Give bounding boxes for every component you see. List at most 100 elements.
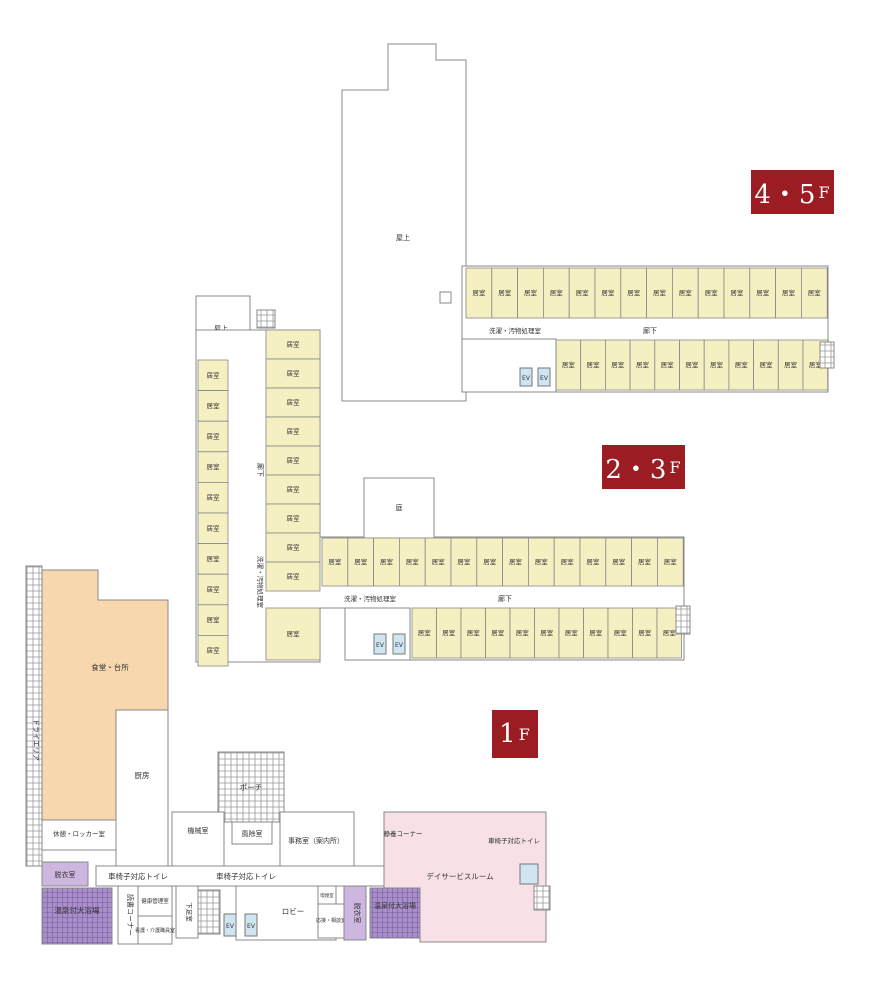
garden-label-23: 庭 [396, 503, 403, 512]
room-45-bottom-5-label: 居室 [685, 360, 699, 369]
room-23-corner-label: 居室 [287, 629, 301, 638]
plan-4-5f: 屋上 居室居室居室居室居室居室居室居室居室居室居室居室居室居室居室居室居室居室居… [341, 43, 835, 402]
room-23-leftcol-4 [197, 481, 229, 514]
room-23-top-0 [321, 537, 349, 587]
room-23-rightcol-7-label: 居室 [287, 543, 301, 552]
wc-fixture-right [519, 863, 539, 885]
room-23-top-12-label: 居室 [638, 557, 652, 566]
room-45-top-6-label: 居室 [627, 288, 641, 297]
room-23-bottom-7 [583, 607, 609, 659]
dining-label: 食堂・台所 [91, 662, 129, 672]
room-23-leftcol-2 [197, 420, 229, 453]
room-45-bottom-3-label: 居室 [636, 360, 650, 369]
garden-23 [363, 477, 435, 539]
stair-23-top [256, 309, 276, 329]
room-45-top-10-label: 居室 [730, 288, 744, 297]
ev-23-1 [373, 633, 387, 655]
porch-label: ポーチ [240, 783, 263, 792]
room-23-rightcol-6 [265, 503, 321, 534]
floor-badge-1f-label: 1 [499, 719, 517, 749]
room-45-bottom-8-label: 居室 [759, 360, 773, 369]
room-45-top-8 [672, 267, 699, 319]
room-23-leftcol-0 [197, 359, 229, 392]
room-23-bottom-4-label: 居室 [516, 628, 530, 637]
room-23-rightcol-4-label: 居室 [287, 456, 301, 465]
plan-1f: ドライエリア 食堂・台所 厨房 休憩・ロッカー室 脱衣室 温泉付大浴場 車椅子対… [25, 565, 551, 945]
room-23-top-5-label: 居室 [457, 557, 471, 566]
room-23-bottom-1-label: 居室 [442, 628, 456, 637]
room-23-bottom-5-label: 居室 [540, 628, 554, 637]
room-23-top-9-label: 居室 [561, 557, 575, 566]
room-45-bottom-2 [605, 339, 631, 391]
windbreak-room [231, 821, 273, 845]
room-23-rightcol-4 [265, 445, 321, 476]
dressing-label-left: 脱衣室 [55, 870, 76, 879]
rooftop-outline-45 [341, 43, 467, 402]
ev-1f-1 [223, 913, 237, 937]
room-23-top-1 [347, 537, 374, 587]
roof-label-23: 屋上 [214, 324, 228, 333]
health-label: 健康管理室 [141, 897, 169, 905]
room-23-top-8-label: 居室 [535, 557, 549, 566]
stair-23-right [675, 605, 691, 635]
office-label: 事務室（案内所） [288, 836, 344, 845]
room-45-top-0-label: 居室 [472, 288, 486, 297]
floor-badge-4-5f-label: 4・5 [754, 179, 817, 210]
ev-label-1f-1: EV [226, 923, 235, 930]
room-23-rightcol-5-label: 居室 [287, 485, 301, 494]
room-45-bottom-8 [753, 339, 779, 391]
nurse-label: 看護・介護職員室 [135, 927, 175, 934]
room-45-bottom-4 [654, 339, 680, 391]
dayservice-room [383, 811, 547, 943]
room-45-top-12-label: 居室 [782, 288, 796, 297]
room-45-top-2-label: 居室 [524, 288, 538, 297]
kitchen [115, 709, 169, 871]
smoking-label: 喫煙室 [320, 892, 334, 899]
room-23-top-6 [476, 537, 503, 587]
room-23-corner [265, 607, 321, 661]
room-45-bottom-1-label: 居室 [587, 360, 601, 369]
rooftop-marker-45 [439, 291, 452, 304]
room-45-top-1-label: 居室 [498, 288, 512, 297]
room-23-bottom-2-label: 居室 [467, 628, 481, 637]
wc-label-1: 車椅子対応トイレ [108, 871, 168, 881]
room-23-bottom-2 [460, 607, 486, 659]
corridor-label-23-h: 廊下 [498, 594, 512, 603]
reception-room [317, 903, 345, 939]
room-23-bottom-6-label: 居室 [565, 628, 579, 637]
nurse-room [137, 915, 173, 945]
kitchen-label: 厨房 [135, 770, 150, 780]
room-23-top-13 [657, 537, 684, 587]
room-23-bottom-7-label: 居室 [589, 628, 603, 637]
ev-1f-2 [244, 913, 258, 937]
room-45-top-0 [465, 267, 493, 319]
room-23-leftcol-1 [197, 390, 229, 422]
room-23-rightcol-2 [265, 387, 321, 418]
room-23-rightcol-7 [265, 532, 321, 563]
dressing-room-right [343, 885, 367, 941]
room-45-bottom-7 [728, 339, 755, 391]
room-45-top-13-label: 居室 [808, 288, 822, 297]
room-45-bottom-1 [580, 339, 606, 391]
room-23-rightcol-1-label: 居室 [287, 369, 301, 378]
ev-label-1f-2: EV [247, 923, 256, 930]
room-45-top-11-label: 居室 [756, 288, 770, 297]
room-45-top-4-label: 居室 [576, 288, 590, 297]
room-45-top-9 [697, 267, 725, 319]
room-45-top-7-label: 居室 [653, 288, 667, 297]
wc-label-3: 車椅子対応トイレ [488, 836, 540, 845]
windbreak-label: 風除室 [242, 829, 263, 838]
room-23-leftcol-4-label: 居室 [207, 493, 221, 502]
room-23-leftcol-8 [197, 604, 229, 636]
room-23-bottom-10-label: 居室 [663, 628, 677, 637]
room-23-top-4 [424, 537, 452, 587]
lobby-label: ロビー [282, 907, 305, 916]
room-23-rightcol-0 [265, 329, 321, 360]
room-23-rightcol-1 [265, 358, 321, 389]
room-23-leftcol-7-label: 居室 [207, 585, 221, 594]
room-45-top-1 [491, 267, 518, 319]
wc-label-2: 車椅子対応トイレ [216, 871, 276, 881]
room-45-bottom-2-label: 居室 [611, 360, 625, 369]
room-23-leftcol-3-label: 居室 [207, 462, 221, 471]
